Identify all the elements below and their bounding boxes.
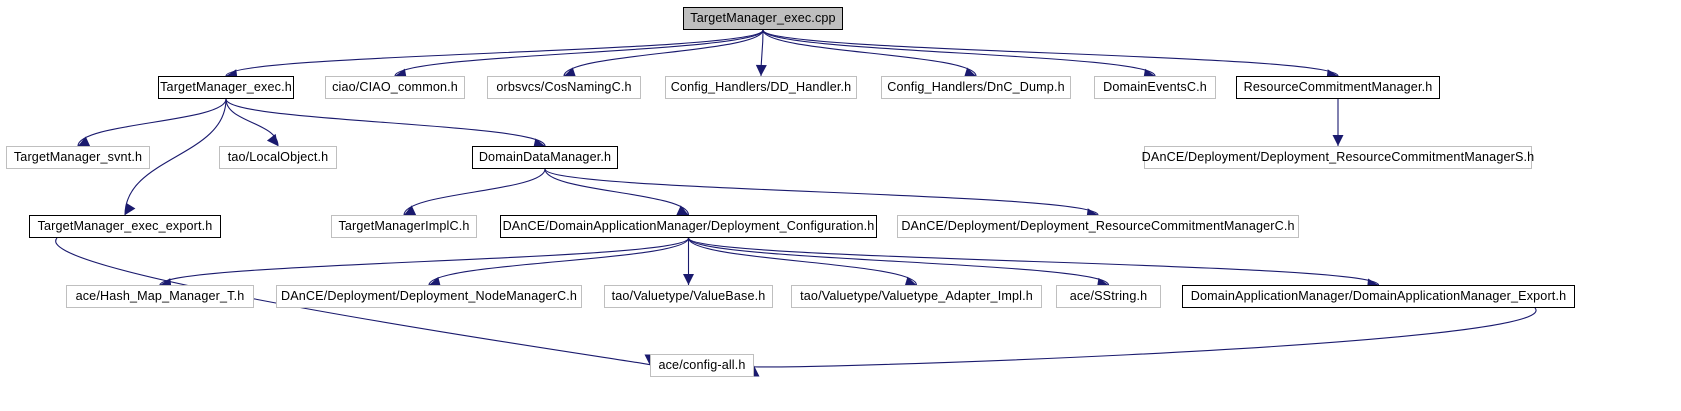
graph-node-label: ResourceCommitmentManager.h [1243,80,1433,95]
graph-edge [762,29,977,77]
graph-node-label: DomainDataManager.h [478,150,612,165]
graph-edge-arrowhead [404,205,417,216]
graph-node-label: tao/Valuetype/ValueBase.h [611,289,766,304]
graph-node[interactable]: ace/Hash_Map_Manager_T.h [66,285,254,308]
graph-node-label: DAnCE/DomainApplicationManager/Deploymen… [502,219,875,234]
graph-node-label: ace/config-all.h [658,358,746,373]
graph-edge [762,29,1156,77]
graph-node[interactable]: DomainDataManager.h [472,146,618,169]
graph-node[interactable]: TargetManager_exec.cpp [683,7,843,30]
graph-edge-arrowhead [564,67,577,78]
graph-node-label: DAnCE/Deployment/Deployment_ResourceComm… [1141,150,1535,165]
graph-node[interactable]: tao/Valuetype/Valuetype_Adapter_Impl.h [791,285,1042,308]
graph-node[interactable]: DomainEventsC.h [1094,76,1216,99]
graph-node-label: TargetManager_exec.h [160,80,292,95]
graph-edge-arrowhead [683,274,694,285]
graph-node[interactable]: DomainApplicationManager/DomainApplicati… [1182,285,1575,308]
graph-node-label: Config_Handlers/DnC_Dump.h [887,80,1065,95]
graph-node-label: tao/Valuetype/Valuetype_Adapter_Impl.h [800,289,1033,304]
graph-edge [762,29,1339,77]
graph-edge-arrowhead [125,202,136,215]
graph-node[interactable]: orbsvcs/CosNamingC.h [487,76,641,99]
graph-node-label: TargetManagerImplC.h [338,219,470,234]
graph-edge [687,237,918,286]
graph-node[interactable]: ResourceCommitmentManager.h [1236,76,1440,99]
graph-node[interactable]: TargetManager_exec_export.h [29,215,221,238]
graph-node[interactable]: DAnCE/Deployment/Deployment_ResourceComm… [897,215,1299,238]
graph-edge [403,168,546,216]
graph-node-label: DomainApplicationManager/DomainApplicati… [1190,289,1567,304]
graph-edge-arrowhead [429,276,442,288]
graph-node-label: TargetManager_svnt.h [13,150,143,165]
graph-node-label: DomainEventsC.h [1103,80,1207,95]
graph-edge [225,29,764,77]
graph-edge [563,29,764,77]
graph-node[interactable]: tao/LocalObject.h [219,146,337,169]
graph-node-label: ace/Hash_Map_Manager_T.h [75,289,245,304]
graph-edge [159,237,690,286]
graph-node[interactable]: DAnCE/DomainApplicationManager/Deploymen… [500,215,877,238]
graph-node[interactable]: TargetManagerImplC.h [331,215,477,238]
graph-node-label: TargetManager_exec.cpp [690,11,836,26]
graph-edge [544,168,1099,216]
graph-node[interactable]: Config_Handlers/DD_Handler.h [665,76,857,99]
graph-node-label: TargetManager_exec_export.h [37,219,213,234]
graph-node-label: DAnCE/Deployment/Deployment_NodeManagerC… [280,289,578,304]
graph-edge [394,29,764,77]
graph-node[interactable]: TargetManager_exec.h [158,76,294,99]
graph-edge-arrowhead [266,133,278,146]
graph-node-label: orbsvcs/CosNamingC.h [496,80,632,95]
graph-edge-arrowhead [78,136,91,147]
graph-edge-arrowhead [755,64,767,76]
graph-edge-arrowhead [1332,135,1344,146]
graph-node-label: ace/SString.h [1069,289,1148,304]
graph-edge [124,98,227,216]
graph-edge [687,237,1380,286]
graph-node-label: ciao/CIAO_common.h [332,80,458,95]
graph-edge [748,307,1537,368]
graph-node[interactable]: tao/Valuetype/ValueBase.h [604,285,773,308]
graph-edge [687,237,1110,286]
graph-node[interactable]: DAnCE/Deployment/Deployment_NodeManagerC… [276,285,582,308]
graph-node[interactable]: ciao/CIAO_common.h [325,76,465,99]
graph-node-label: tao/LocalObject.h [227,150,329,165]
graph-edge [225,98,546,147]
graph-node[interactable]: ace/config-all.h [650,354,754,377]
graph-node-label: DAnCE/Deployment/Deployment_ResourceComm… [901,219,1295,234]
graph-edge-arrowhead [904,276,917,288]
graph-node[interactable]: Config_Handlers/DnC_Dump.h [881,76,1071,99]
graph-node-label: Config_Handlers/DD_Handler.h [670,80,852,95]
graph-node[interactable]: TargetManager_svnt.h [6,146,150,169]
graph-node[interactable]: DAnCE/Deployment/Deployment_ResourceComm… [1142,146,1534,169]
graph-edge [55,237,657,367]
graph-edge-arrowhead [963,67,976,79]
graph-edge [428,237,690,286]
graph-node[interactable]: ace/SString.h [1056,285,1161,308]
graph-edge-arrowhead [676,205,689,216]
